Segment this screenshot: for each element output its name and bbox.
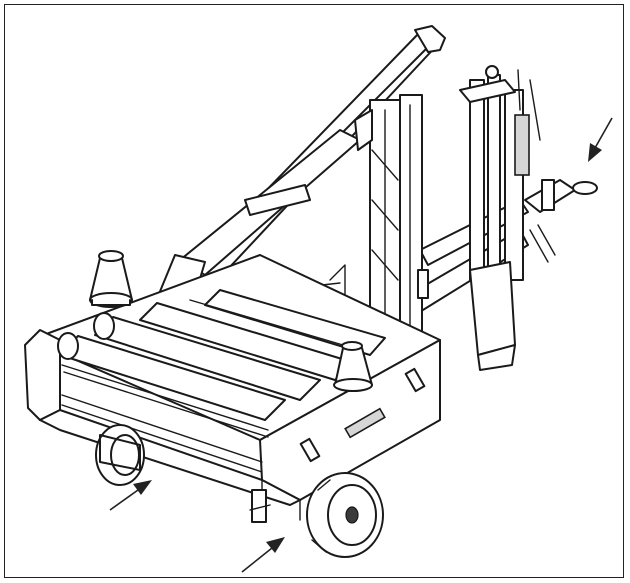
left-cone-roller xyxy=(89,250,133,308)
left-wheel xyxy=(95,424,145,486)
right-wheel xyxy=(306,472,384,558)
right-cone-roller xyxy=(333,341,373,392)
arrow-bottom-center xyxy=(241,537,285,573)
wrapping-mast xyxy=(399,65,598,371)
arrow-bottom-left xyxy=(109,480,152,511)
arrow-top-right xyxy=(588,117,613,162)
parking-stand xyxy=(249,489,271,523)
bale-rollers xyxy=(57,289,386,438)
